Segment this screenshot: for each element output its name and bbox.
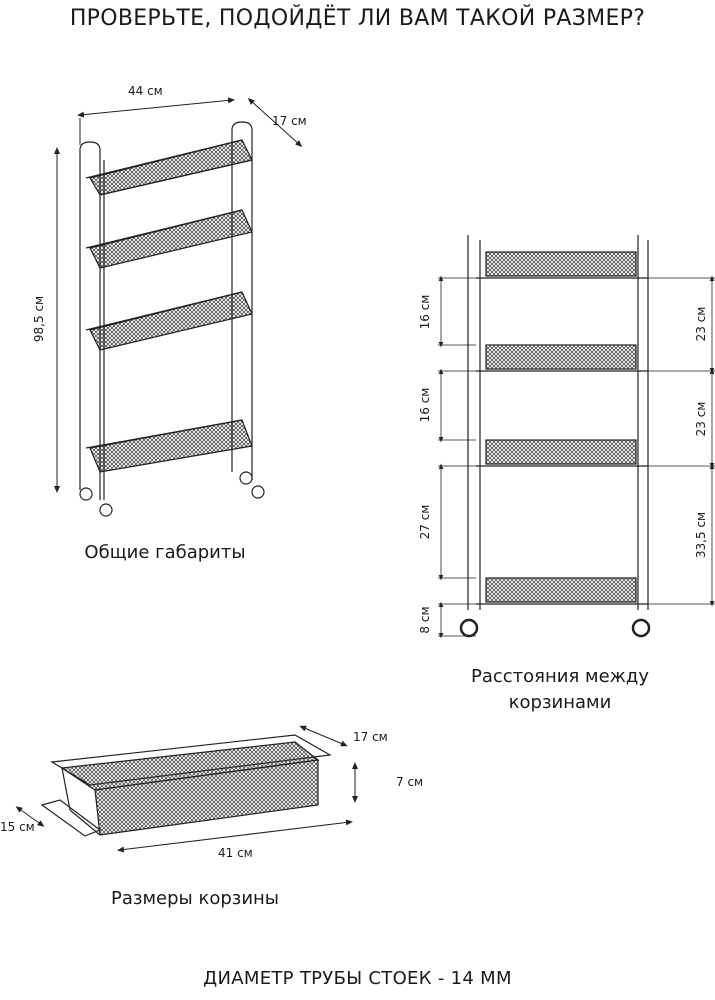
- spacing-left-label-3: 27 см: [418, 504, 432, 540]
- spacing-rack-drawing: [459, 235, 651, 638]
- pipe-diameter-note: ДИАМЕТР ТРУБЫ СТОЕК - 14 ММ: [203, 968, 512, 989]
- overall-width-dim-line: [77, 97, 235, 118]
- spacing-caption: Расстояния между корзинами: [430, 664, 690, 716]
- right-wheel: [631, 618, 651, 638]
- rack-basket-2: [85, 209, 253, 269]
- spacing-basket-2: [485, 344, 637, 370]
- basket-width-dim-line: [117, 819, 353, 853]
- overall-depth-label: 17 см: [272, 114, 307, 128]
- overall-height-label: 98,5 см: [32, 295, 46, 343]
- spacing-right-label-3: 33,5 см: [694, 511, 708, 559]
- basket-handle-dim-line: [15, 806, 45, 827]
- rack-basket-4: [85, 419, 253, 473]
- spacing-basket-1: [485, 251, 637, 277]
- basket-handle: [40, 799, 102, 837]
- spacing-caption-line-2: корзинами: [508, 692, 612, 713]
- overall-rack-drawing: [79, 121, 265, 517]
- overall-depth-dim-line: [247, 97, 303, 148]
- spacing-left-label-4: 8 см: [418, 606, 432, 634]
- spacing-right-label-2: 23 см: [694, 401, 708, 437]
- spacing-left-label-1: 16 см: [418, 294, 432, 330]
- basket-caption: Размеры корзины: [110, 888, 280, 909]
- spacing-caption-line-1: Расстояния между: [471, 666, 649, 687]
- basket-depth-label: 17 см: [353, 730, 388, 744]
- overall-width-label: 44 см: [128, 84, 163, 98]
- basket-width-label: 41 см: [218, 846, 253, 860]
- spacing-right-label-1: 23 см: [694, 306, 708, 342]
- overall-caption: Общие габариты: [84, 542, 246, 563]
- basket-drawing: [40, 734, 332, 837]
- spacing-left-label-2: 16 см: [418, 387, 432, 423]
- rack-basket-1: [85, 139, 253, 196]
- basket-depth-dim-line: [299, 725, 348, 747]
- basket-handle-label: 15 см: [0, 820, 35, 834]
- page-title: ПРОВЕРЬТЕ, ПОДОЙДЁТ ЛИ ВАМ ТАКОЙ РАЗМЕР?: [69, 6, 646, 31]
- spacing-basket-4: [485, 577, 637, 603]
- spacing-basket-3: [485, 439, 637, 465]
- left-wheel: [459, 618, 479, 638]
- rack-basket-3: [85, 291, 253, 351]
- basket-height-label: 7 см: [396, 775, 424, 789]
